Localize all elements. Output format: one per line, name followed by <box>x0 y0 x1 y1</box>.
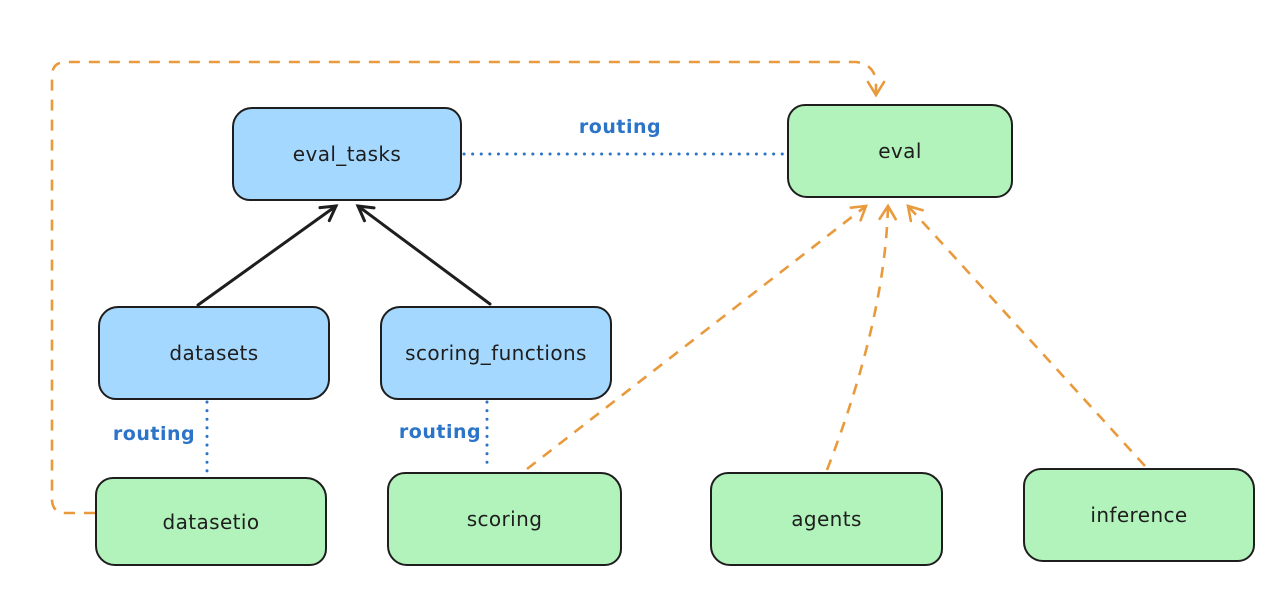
arrow-scoring-functions-to-eval-tasks <box>355 204 492 306</box>
node-eval: eval <box>787 104 1013 198</box>
node-eval-tasks-label: eval_tasks <box>292 142 402 166</box>
node-datasetio: datasetio <box>95 477 327 566</box>
node-scoring: scoring <box>387 472 622 566</box>
edge-label-routing-scoring-functions-scoring: routing <box>398 421 482 443</box>
arrow-datasets-to-eval-tasks <box>196 204 339 307</box>
arrow-agents-to-eval <box>825 203 897 471</box>
node-scoring-functions: scoring_functions <box>380 306 612 400</box>
node-agents: agents <box>710 472 943 566</box>
node-scoring-label: scoring <box>466 507 543 531</box>
node-datasets-label: datasets <box>169 341 259 365</box>
node-eval-tasks: eval_tasks <box>232 107 462 201</box>
edge-label-routing-datasets-datasetio: routing <box>112 423 196 445</box>
node-datasets: datasets <box>98 306 330 400</box>
node-scoring-functions-label: scoring_functions <box>405 341 587 365</box>
edge-label-routing-eval-tasks-eval: routing <box>578 116 662 138</box>
arrow-datasetio-to-eval-loop <box>50 60 886 515</box>
node-inference-label: inference <box>1090 503 1188 527</box>
node-eval-label: eval <box>878 139 922 163</box>
arrow-inference-to-eval <box>906 204 1146 467</box>
node-datasetio-label: datasetio <box>162 509 260 534</box>
node-agents-label: agents <box>791 507 862 531</box>
node-inference: inference <box>1023 468 1255 562</box>
